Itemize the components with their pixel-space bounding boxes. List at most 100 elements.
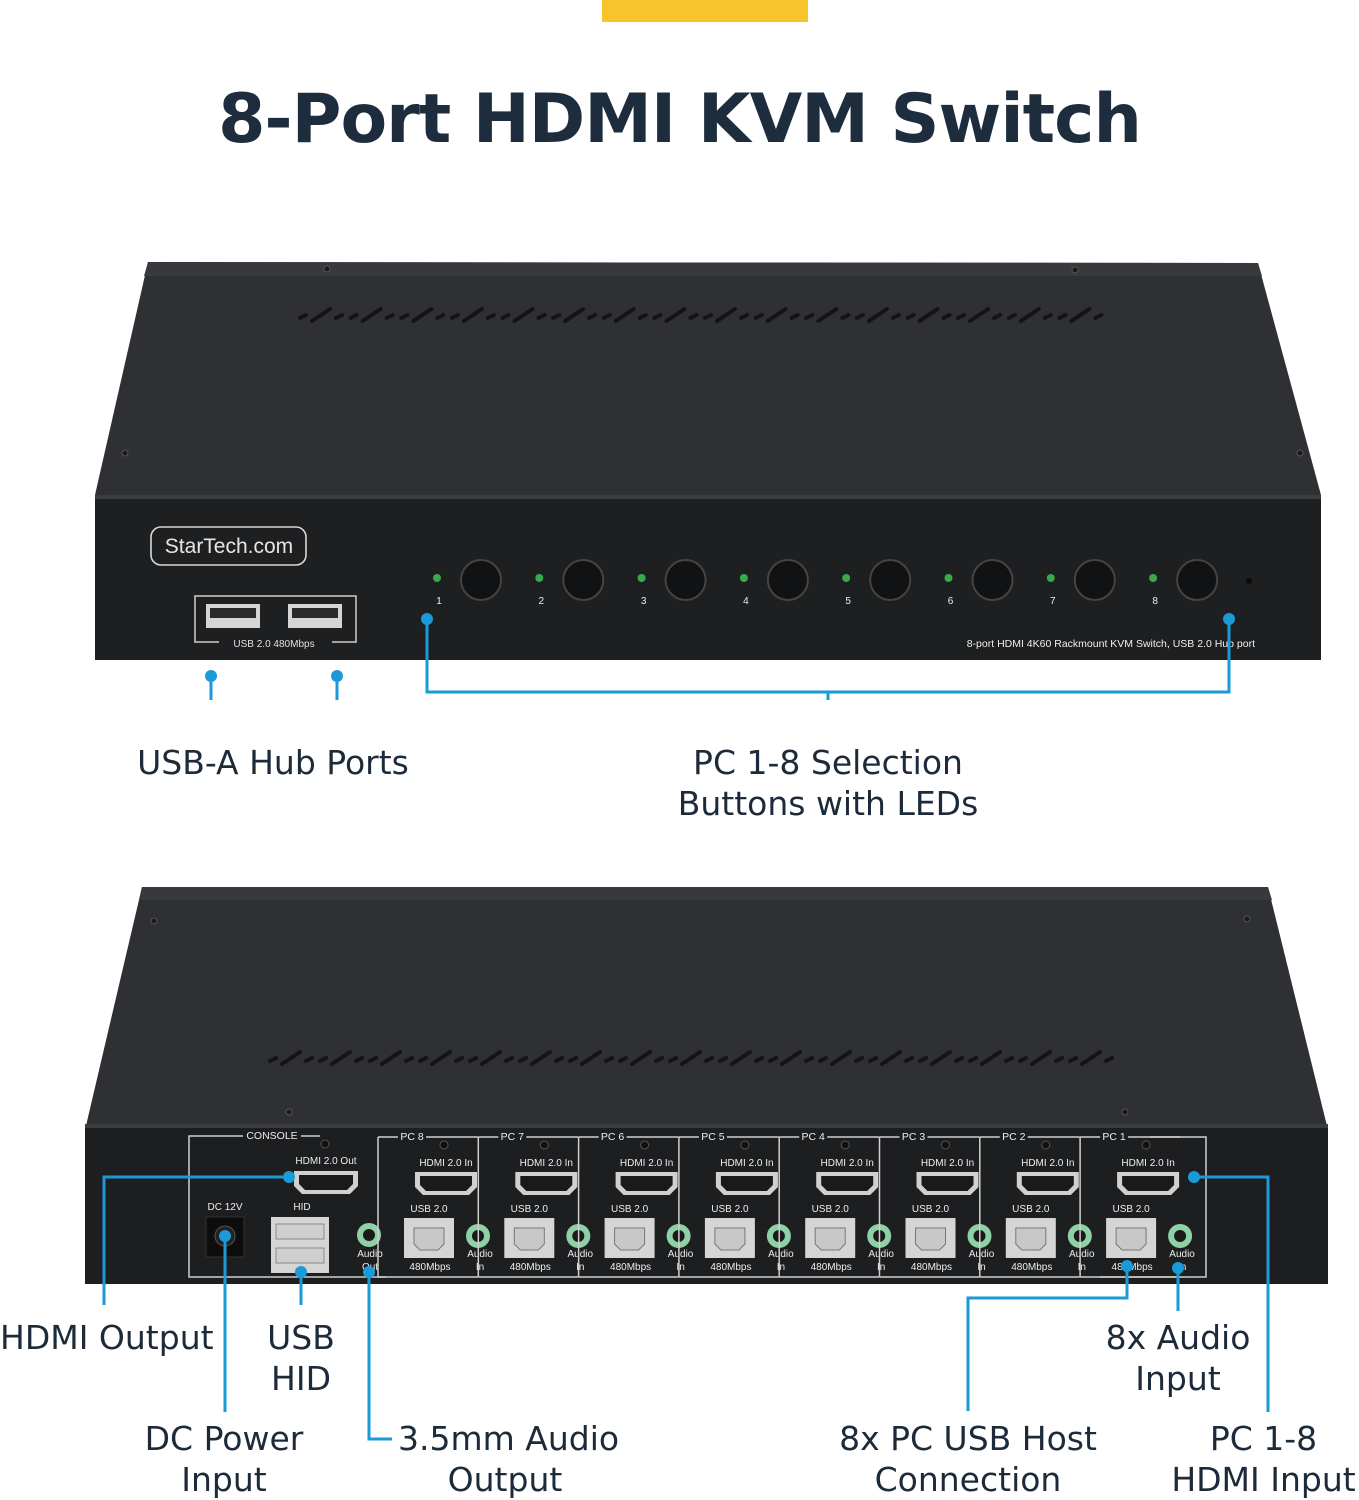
port-number: 5 (845, 596, 851, 607)
speed-label: 480Mbps (911, 1262, 952, 1273)
usb-label: USB 2.0 (812, 1204, 850, 1215)
pc-select-button[interactable] (1073, 559, 1116, 601)
pc-label: PC 2 (1002, 1131, 1026, 1143)
port-number: 3 (641, 596, 647, 607)
dc-label: DC 12V (207, 1202, 242, 1213)
usb-hub-label: USB 2.0 480Mbps (233, 639, 314, 650)
pc-label: PC 8 (400, 1131, 424, 1143)
callout-lines-rear (102, 1175, 1270, 1441)
pc-led (433, 574, 441, 582)
svg-text:Audio: Audio (357, 1249, 383, 1260)
callout-usb-host: 8x PC USB Host Connection (839, 1419, 1097, 1499)
usb-label: USB 2.0 (1012, 1204, 1050, 1215)
pc-label: PC 6 (601, 1131, 625, 1143)
console-label: CONSOLE (246, 1130, 297, 1142)
callout-lines-front (209, 619, 1231, 700)
svg-text:Audio: Audio (868, 1249, 894, 1260)
callout-audio-output: 3.5mm Audio Output (398, 1419, 620, 1499)
hdmi-out-port (294, 1171, 358, 1194)
svg-text:Audio: Audio (969, 1249, 995, 1260)
port-number: 7 (1050, 596, 1056, 607)
pc-label: PC 3 (902, 1131, 926, 1143)
pc-label: PC 5 (701, 1131, 725, 1143)
pc-select-button[interactable] (869, 559, 912, 601)
callout-hdmi-output: HDMI Output (0, 1318, 214, 1357)
svg-text:In: In (777, 1262, 785, 1273)
usb-label: USB 2.0 (611, 1204, 649, 1215)
vent-slots (268, 1050, 1114, 1066)
port-number: 2 (539, 596, 545, 607)
svg-text:Audio: Audio (467, 1249, 493, 1260)
hdmi-in-label: HDMI 2.0 In (821, 1158, 874, 1169)
callout-usb-hub: USB-A Hub Ports (137, 743, 409, 782)
vent-slots (298, 307, 1104, 323)
pc-select-button[interactable] (460, 559, 502, 601)
pc-label: PC 4 (802, 1131, 826, 1143)
usb-a-port (206, 604, 260, 628)
callout-hdmi-input: PC 1-8 HDMI Input (1171, 1419, 1356, 1499)
svg-text:In: In (877, 1262, 885, 1273)
port-number: 6 (948, 596, 954, 607)
pc-led (842, 574, 851, 582)
model-caption: 8-port HDMI 4K60 Rackmount KVM Switch, U… (967, 638, 1255, 650)
pc-select-button[interactable] (766, 559, 809, 601)
hdmi-out-label: HDMI 2.0 Out (295, 1156, 356, 1167)
audio-out-jack (357, 1223, 381, 1247)
speed-label: 480Mbps (409, 1262, 450, 1273)
pc-led (1149, 574, 1158, 582)
startech-logo: StarTech.com (165, 535, 293, 558)
pc-led (535, 574, 544, 582)
usb-a-port (288, 604, 342, 628)
svg-text:Audio: Audio (668, 1249, 694, 1260)
port-number: 1 (436, 596, 442, 607)
usb-label: USB 2.0 (511, 1204, 549, 1215)
hdmi-in-label: HDMI 2.0 In (1121, 1158, 1174, 1169)
pc-select-button[interactable] (664, 559, 707, 601)
svg-text:Audio: Audio (768, 1249, 794, 1260)
usb-label: USB 2.0 (410, 1204, 448, 1215)
svg-text:In: In (977, 1262, 985, 1273)
hdmi-in-label: HDMI 2.0 In (1021, 1158, 1074, 1169)
speed-label: 480Mbps (710, 1262, 751, 1273)
svg-text:Audio: Audio (568, 1249, 594, 1260)
svg-text:In: In (1078, 1262, 1086, 1273)
callout-audio-input: 8x Audio Input (1105, 1318, 1251, 1398)
usb-label: USB 2.0 (1112, 1204, 1150, 1215)
pc-led (637, 574, 646, 582)
speed-label: 480Mbps (510, 1262, 551, 1273)
speed-label: 480Mbps (811, 1262, 852, 1273)
accent-bar (602, 0, 808, 22)
rear-kvm-unit: CONSOLE DC 12V HDMI 2.0 Out HID Audio Ou… (85, 887, 1328, 1441)
page-title: 8-Port HDMI KVM Switch (218, 80, 1142, 159)
hdmi-in-label: HDMI 2.0 In (720, 1158, 773, 1169)
usb-label: USB 2.0 (711, 1204, 749, 1215)
pc-led (1046, 574, 1055, 582)
hdmi-in-label: HDMI 2.0 In (520, 1158, 573, 1169)
pc-label: PC 1 (1102, 1131, 1126, 1143)
pc-led (739, 574, 748, 582)
hid-label: HID (293, 1202, 310, 1213)
pc-led (944, 574, 953, 582)
callout-pc-selection: PC 1-8 Selection Buttons with LEDs (677, 743, 979, 823)
callout-dc-power: DC Power Input (144, 1419, 304, 1499)
pc-select-button[interactable] (1176, 559, 1219, 601)
hdmi-in-label: HDMI 2.0 In (921, 1158, 974, 1169)
port-number: 4 (743, 596, 749, 607)
callout-usb-hid: USB HID (267, 1318, 335, 1398)
usb-hid-ports (271, 1217, 329, 1273)
pc-label: PC 7 (501, 1131, 525, 1143)
svg-text:Audio: Audio (1169, 1249, 1195, 1260)
hdmi-in-label: HDMI 2.0 In (620, 1158, 673, 1169)
svg-text:In: In (676, 1262, 684, 1273)
pc-select-button[interactable] (562, 559, 605, 601)
hdmi-in-label: HDMI 2.0 In (419, 1158, 472, 1169)
reset-hole (1246, 578, 1252, 584)
svg-text:In: In (476, 1262, 484, 1273)
pc-select-button[interactable] (971, 559, 1014, 601)
